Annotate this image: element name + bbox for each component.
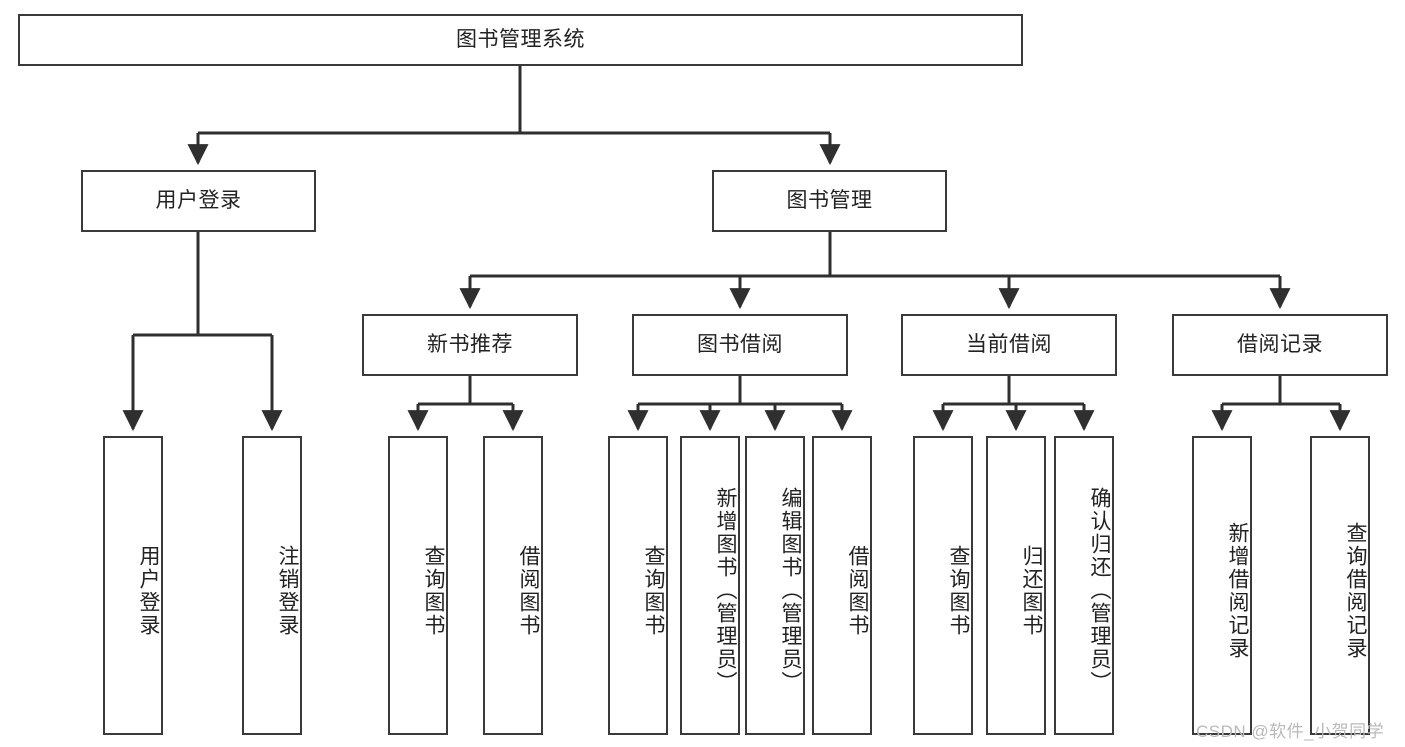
leaf-label: 确认归还（管理员） — [1088, 487, 1111, 694]
leaf-query-book-3[interactable]: 查询图书 — [913, 436, 973, 735]
node-book-manage[interactable]: 图书管理 — [712, 170, 947, 232]
csdn-watermark: CSDN @软件_小贺同学 — [1196, 722, 1385, 741]
leaf-query-borrow-record[interactable]: 查询借阅记录 — [1310, 436, 1370, 735]
leaf-add-borrow-record[interactable]: 新增借阅记录 — [1192, 436, 1252, 735]
leaf-borrow-book-1[interactable]: 借阅图书 — [483, 436, 543, 735]
node-current-borrow[interactable]: 当前借阅 — [901, 314, 1117, 376]
leaf-return-book[interactable]: 归还图书 — [986, 436, 1046, 735]
leaf-label: 借阅图书 — [517, 544, 540, 637]
leaf-logout-login[interactable]: 注销登录 — [242, 436, 302, 735]
leaf-add-book-admin[interactable]: 新增图书（管理员） — [680, 436, 740, 735]
node-user-login[interactable]: 用户登录 — [81, 170, 316, 232]
leaf-label: 查询借阅记录 — [1344, 521, 1367, 660]
leaf-label: 借阅图书 — [846, 544, 869, 637]
leaf-label: 查询图书 — [422, 544, 445, 637]
leaf-label: 编辑图书（管理员） — [779, 487, 802, 694]
node-book-borrow[interactable]: 图书借阅 — [632, 314, 848, 376]
leaf-label: 查询图书 — [947, 544, 970, 637]
leaf-user-login[interactable]: 用户登录 — [103, 436, 163, 735]
leaf-query-book-1[interactable]: 查询图书 — [388, 436, 448, 735]
leaf-borrow-book-2[interactable]: 借阅图书 — [812, 436, 872, 735]
node-borrow-record[interactable]: 借阅记录 — [1172, 314, 1388, 376]
leaf-query-book-2[interactable]: 查询图书 — [608, 436, 668, 735]
leaf-label: 新增图书（管理员） — [714, 487, 737, 694]
node-new-book-recommend[interactable]: 新书推荐 — [362, 314, 578, 376]
leaf-label: 新增借阅记录 — [1226, 521, 1249, 660]
leaf-label: 用户登录 — [137, 544, 160, 637]
leaf-confirm-return-admin[interactable]: 确认归还（管理员） — [1054, 436, 1114, 735]
leaf-label: 注销登录 — [276, 544, 299, 637]
leaf-label: 查询图书 — [642, 544, 665, 637]
leaf-label: 归还图书 — [1020, 544, 1043, 637]
node-root[interactable]: 图书管理系统 — [18, 14, 1023, 66]
leaf-edit-book-admin[interactable]: 编辑图书（管理员） — [745, 436, 805, 735]
